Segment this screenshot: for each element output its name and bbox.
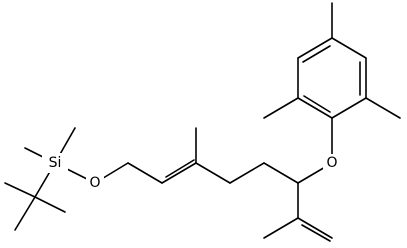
bond (263, 217, 299, 239)
mesityl-ring (297, 37, 367, 164)
double-bond-inner (301, 224, 331, 242)
bond (297, 37, 333, 59)
label-mask (86, 174, 104, 192)
bond (263, 162, 299, 184)
aryl-ether-oxygen-label: O (326, 155, 337, 171)
ring-methyl-groups (263, 2, 401, 119)
bond (331, 97, 367, 119)
bond (229, 162, 265, 184)
bond (127, 162, 163, 184)
atom-labels: Si O O (42, 153, 341, 192)
bond (14, 196, 36, 231)
aromatic-inner-bond (303, 95, 331, 113)
bond (365, 97, 401, 119)
bond (195, 162, 231, 184)
label-mask (323, 154, 341, 172)
aromatic-inner-bond (302, 45, 331, 63)
double-bond-inner (165, 159, 195, 178)
bond (4, 182, 36, 198)
tert-butyl-group (4, 162, 66, 231)
bond (297, 217, 333, 239)
silicon-atom-label: Si (49, 155, 62, 171)
bond (331, 37, 367, 59)
bond (34, 196, 66, 213)
main-chain (127, 127, 333, 242)
bond (263, 97, 299, 119)
bond (161, 162, 197, 184)
bond (297, 97, 333, 119)
label-mask (42, 153, 68, 173)
silyl-ether-oxygen-label: O (89, 175, 100, 191)
